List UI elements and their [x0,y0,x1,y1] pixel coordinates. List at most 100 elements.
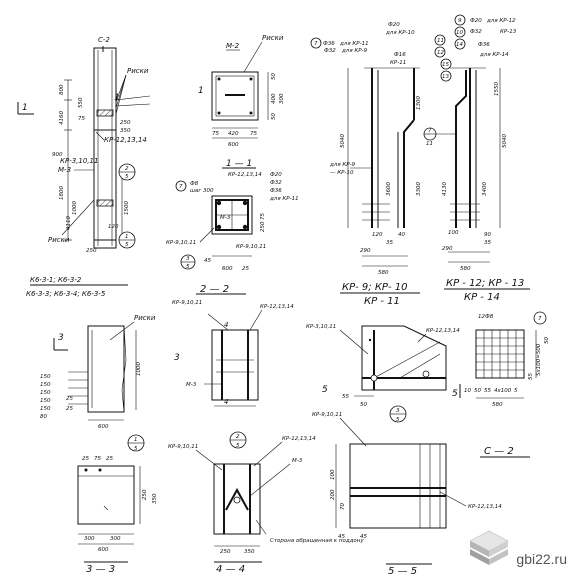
c2-dim-55: 55 [484,388,491,394]
dim-900: 900 [52,152,63,158]
s5-body [349,443,447,529]
mr-label-kr12: КР-12,13,14 [426,328,460,334]
label-m3-sec: М-3 [220,215,231,221]
joint-body [211,329,259,401]
mr-label-kr9: КР-9,10,11 [312,412,342,418]
dim-ml-1000: 1000 [136,362,142,376]
watermark-text: gbi22.ru [516,551,567,567]
kr12-dim-100: 100 [448,230,459,236]
label-kr12-mid: КР-12,13,14 [260,304,294,310]
kr12-marker-15: 15 [442,62,449,68]
kr9-spec-f16: Ф16 [394,52,406,58]
kr12-dim-35: 35 [484,240,491,246]
dim-m2-420: 420 [228,131,239,137]
kr9-marker-7: 7 [314,41,318,47]
c2-marker-7-text: 7 [538,316,542,322]
kr12-marker-13: 13 [442,74,449,80]
s3-dim-75: 75 [94,456,101,462]
label-riski-mid: Риски [134,314,156,322]
section-mark-m2: 1 [198,86,204,96]
section-mark-5-right: 5 [452,389,458,399]
s4-label-kr9: КР-9,10,11 [168,444,198,450]
view-mid-joint: КР-9,10,11 КР-12,13,14 4 М-3 4 3 [172,300,294,407]
marker-12 [434,46,446,58]
s4-note-text: Сторона обращенная к поддону [270,538,364,544]
caption-k6-3-5: К6-3-3; К6-3-4; К6-3-5 [26,290,106,298]
s4-body [213,463,261,535]
s3-dim-350: 350 [152,493,158,504]
s5-dim-200: 200 [330,489,336,500]
dim-m2-75a: 75 [212,131,219,137]
view-section-3-3: 1 5 25 75 25 300 300 600 250 350 3 — 3 [77,434,158,575]
kr12-dim-3400: 3400 [482,182,488,196]
kr9-caption: КР- 9; КР- 10 [342,282,407,293]
label-f8: Ф8 [190,181,199,187]
s4-marker-2: 2 [236,434,240,440]
kr9-dim-3600: 3600 [386,182,392,196]
dim-ml-80: 80 [40,414,47,420]
view-kr9-kr10-kr11: 7 Ф36 для КР-11 Ф32 для КР-9 Ф20 для КР-… [310,22,446,307]
dim-ml-150c: 150 [40,390,51,396]
kr9-dim-290: 290 [360,248,371,254]
kr12-marker-11: 11 [426,141,433,147]
label-riski-m2: Риски [262,34,284,42]
kr9-spec-kr11: для КР-11 [339,41,369,47]
s4-label-m3: М-3 [292,458,303,464]
kr12-dim-290: 290 [442,246,453,252]
label-m3: М-3 [58,166,71,174]
kr9-spec-f20: Ф20 [388,22,400,28]
section-mark-3: 3 [58,333,64,343]
kr12-spec-kr12: для КР-12 [486,18,516,24]
kr12-marker-9: 9 [458,18,462,24]
kr9-spec-f32: Ф32 [324,48,336,54]
column-body [93,47,117,249]
end-block [87,325,125,413]
kr12-spec-f36: Ф36 [478,42,490,48]
kr9-marker-11: 11 [437,38,444,44]
s3-dim-250: 250 [142,489,148,500]
s4-dim-350: 350 [244,549,255,555]
kr9-dim-580: 580 [378,270,389,276]
dim-ml-150b: 150 [40,382,51,388]
view-column-elevation: С-2 800 4160 1800 900 550 75 250 350 100… [17,36,151,298]
s3-plate [77,465,135,525]
marker-15 [440,58,452,70]
view-section-1-1: 1 — 1 КР-12,13,14 7 Ф8 шаг 300 М-3 КР-9,… [166,159,299,272]
kr12-marker-7: 7 [428,128,432,134]
kr12-marker-14: 14 [456,42,463,48]
view-m2-plate: М-2 Риски 75 420 75 600 50 400 300 50 1 [198,34,285,148]
kr12-spec-f32: Ф32 [470,29,482,35]
dim-ml-25b: 25 [66,406,73,412]
marker-14 [454,38,466,50]
callout-3: 3 [186,256,190,262]
section-mark-1-right: 1 [114,93,120,103]
dim-ml-25a: 25 [66,396,73,402]
kr12-dim-5040: 5040 [502,134,508,148]
section-mark-4-bot: 4 [224,398,228,406]
spec-f36: Ф36 [270,188,282,194]
s3-dim-300a: 300 [84,536,95,542]
kr12-marker-10: 10 [456,30,463,36]
kr11-caption: КР - 11 [364,296,400,307]
dim-350: 350 [120,128,131,134]
kr9-dim-1300: 1300 [416,96,422,110]
view-end-elevation: 3 Риски 150 150 150 150 150 80 25 25 600… [40,314,156,430]
dim-800: 800 [59,84,65,95]
label-kr12-top: КР-12,13,14 [228,172,262,178]
mr-dim-55: 55 [342,394,349,400]
embedded-plate [96,109,114,117]
kr14-caption: КР - 14 [464,292,500,303]
s3-dim-300b: 300 [110,536,121,542]
kr9-dim-5040: 5040 [340,134,346,148]
logo-icon [469,530,510,565]
kr9-spec-kr11b: КР-11 [390,60,406,66]
c2-dim-580: 580 [492,402,503,408]
dim-120: 120 [108,224,119,230]
kr12-dim-580: 580 [460,266,471,272]
s5-dim-70: 70 [340,503,346,510]
s4-label-kr12: КР-12,13,14 [282,436,316,442]
marker-7 [175,180,187,192]
view-c2-mesh: 12Ф8 7 10 50 55 4х100 5 580 55 5х100=500… [464,311,550,458]
